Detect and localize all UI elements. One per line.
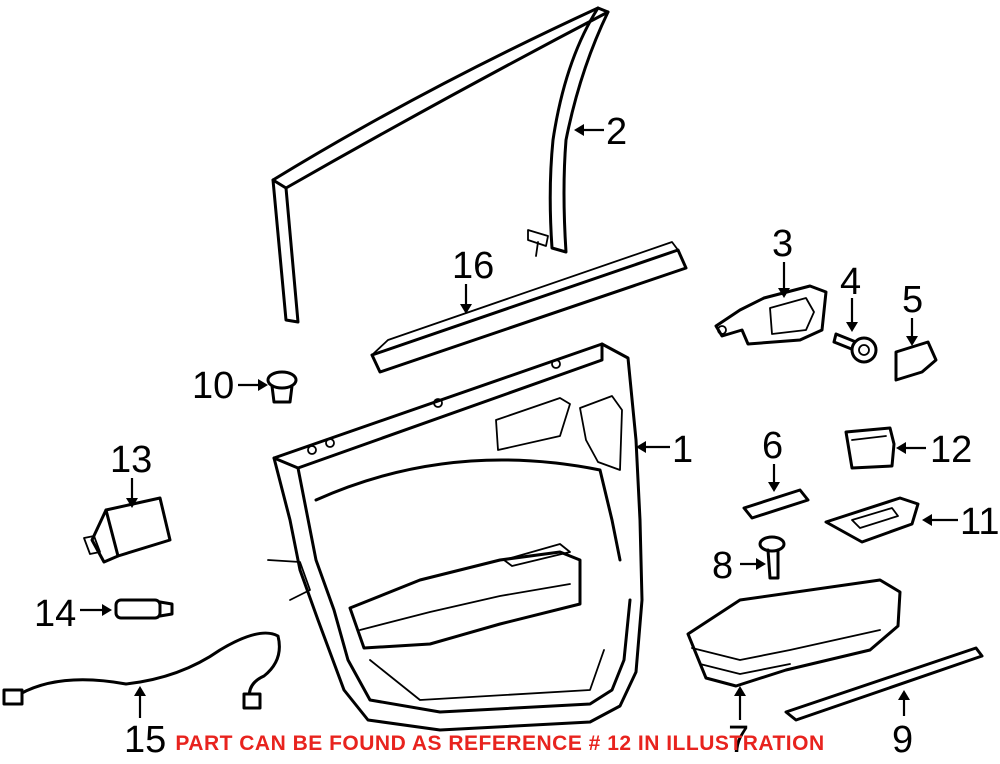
callout-12: 12 (930, 429, 972, 471)
callout-14: 14 (34, 593, 76, 635)
part-module (83, 496, 172, 564)
part-trim-bezel (742, 488, 810, 520)
part-inside-handle (714, 284, 828, 346)
callout-10: 10 (192, 365, 234, 407)
callout-labels: 1 2 3 4 5 6 7 8 9 10 11 12 13 14 15 16 (34, 111, 999, 761)
callout-3: 3 (772, 223, 793, 265)
part-clip (266, 370, 298, 404)
part-switch-bezel (824, 496, 920, 544)
part-switch (844, 426, 896, 470)
part-wiring-harness (2, 631, 281, 710)
part-door-trim-panel (267, 342, 644, 732)
callout-6: 6 (762, 425, 783, 467)
part-screw-small (832, 332, 878, 364)
callout-13: 13 (110, 439, 152, 481)
part-belt-weatherstrip (370, 241, 688, 374)
callout-2: 2 (606, 111, 627, 153)
callout-5: 5 (902, 279, 923, 321)
callout-8: 8 (712, 545, 733, 587)
part-window-run-channel (271, 6, 610, 324)
part-cap (894, 340, 938, 382)
reference-notice: PART CAN BE FOUND AS REFERENCE # 12 IN I… (175, 732, 825, 755)
part-bulb (114, 598, 174, 620)
leader-arrows (80, 124, 958, 720)
callout-4: 4 (840, 261, 861, 303)
callout-16: 16 (452, 245, 494, 287)
callout-1: 1 (672, 429, 693, 471)
callout-9: 9 (892, 719, 913, 761)
callout-7: 7 (728, 719, 749, 761)
part-bolt (758, 535, 786, 580)
callout-11: 11 (960, 501, 999, 543)
callout-15: 15 (124, 719, 166, 761)
part-armrest (686, 578, 902, 688)
part-molding (784, 646, 984, 722)
